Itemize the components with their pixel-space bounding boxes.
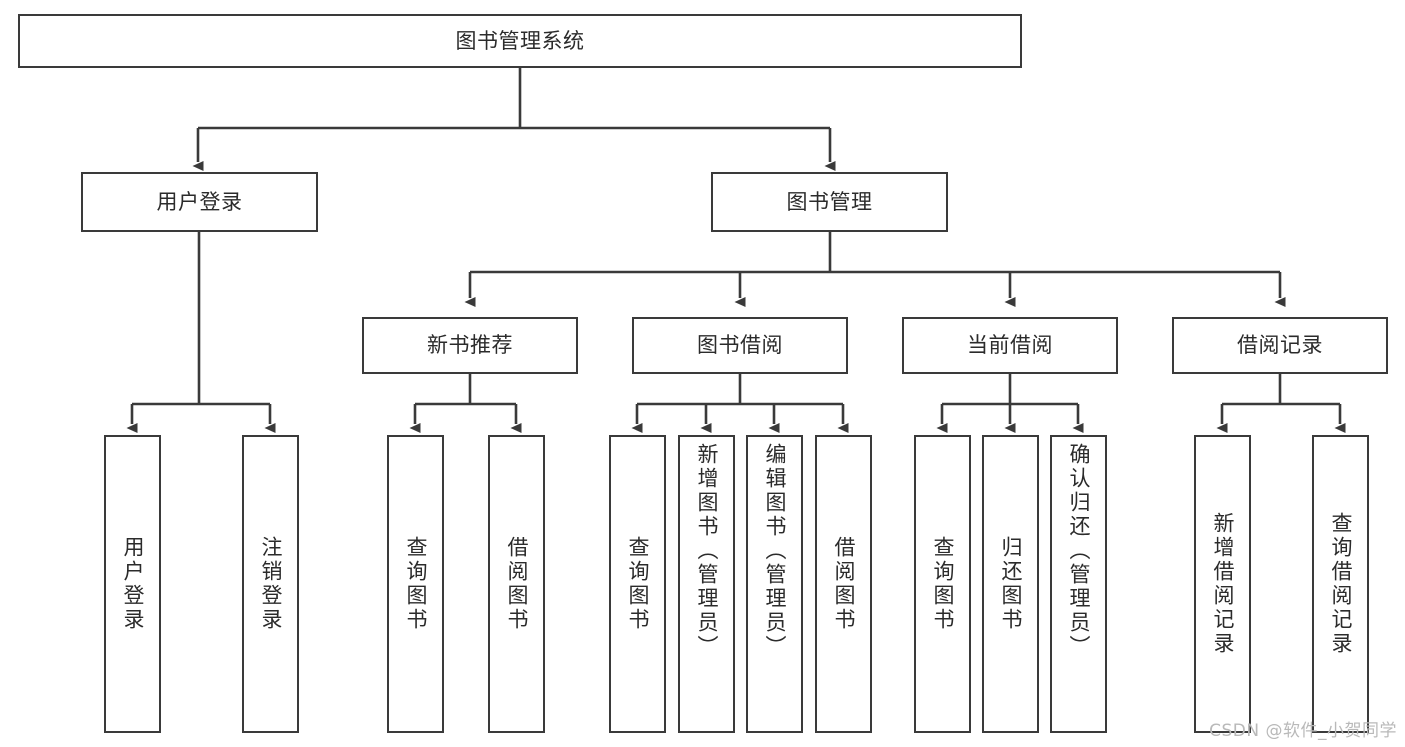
node-leaf-borrow-query-book[interactable]: 查询图书 bbox=[609, 435, 666, 733]
node-leaf-newbook-query-book-label: 查询图书 bbox=[404, 536, 428, 632]
node-leaf-current-return-book[interactable]: 归还图书 bbox=[982, 435, 1039, 733]
node-leaf-borrow-edit-book[interactable]: 编辑图书（管理员） bbox=[746, 435, 803, 733]
node-root-label: 图书管理系统 bbox=[455, 28, 585, 53]
node-new-book-recommend[interactable]: 新书推荐 bbox=[362, 317, 578, 374]
node-leaf-record-add[interactable]: 新增借阅记录 bbox=[1194, 435, 1251, 733]
node-leaf-current-query-book-label: 查询图书 bbox=[931, 536, 955, 632]
node-borrow-record[interactable]: 借阅记录 bbox=[1172, 317, 1388, 374]
node-leaf-record-add-label: 新增借阅记录 bbox=[1211, 512, 1235, 656]
node-current-borrow[interactable]: 当前借阅 bbox=[902, 317, 1118, 374]
node-new-book-recommend-label: 新书推荐 bbox=[427, 333, 513, 358]
node-book-borrow-label: 图书借阅 bbox=[697, 333, 783, 358]
node-leaf-logout-label: 注销登录 bbox=[259, 536, 283, 632]
node-leaf-borrow-add-book-label: 新增图书（管理员） bbox=[695, 443, 719, 659]
node-leaf-borrow-add-book[interactable]: 新增图书（管理员） bbox=[678, 435, 735, 733]
node-book-management-label: 图书管理 bbox=[786, 189, 873, 214]
node-leaf-borrow-borrow-book-label: 借阅图书 bbox=[832, 536, 856, 632]
node-book-management[interactable]: 图书管理 bbox=[711, 172, 948, 232]
node-book-borrow[interactable]: 图书借阅 bbox=[632, 317, 848, 374]
node-user-login[interactable]: 用户登录 bbox=[81, 172, 318, 232]
node-leaf-newbook-borrow-book-label: 借阅图书 bbox=[505, 536, 529, 632]
node-leaf-borrow-edit-book-label: 编辑图书（管理员） bbox=[763, 443, 787, 659]
node-leaf-record-query-label: 查询借阅记录 bbox=[1329, 512, 1353, 656]
node-leaf-current-return-book-label: 归还图书 bbox=[999, 536, 1023, 632]
node-leaf-user-login-label: 用户登录 bbox=[121, 536, 145, 632]
node-leaf-user-login[interactable]: 用户登录 bbox=[104, 435, 161, 733]
node-leaf-current-confirm-return[interactable]: 确认归还（管理员） bbox=[1050, 435, 1107, 733]
node-user-login-label: 用户登录 bbox=[156, 189, 243, 214]
node-current-borrow-label: 当前借阅 bbox=[967, 333, 1053, 358]
node-leaf-borrow-borrow-book[interactable]: 借阅图书 bbox=[815, 435, 872, 733]
node-root[interactable]: 图书管理系统 bbox=[18, 14, 1022, 68]
node-leaf-borrow-query-book-label: 查询图书 bbox=[626, 536, 650, 632]
node-borrow-record-label: 借阅记录 bbox=[1237, 333, 1323, 358]
node-leaf-current-confirm-return-label: 确认归还（管理员） bbox=[1067, 443, 1091, 659]
node-leaf-record-query[interactable]: 查询借阅记录 bbox=[1312, 435, 1369, 733]
node-leaf-logout[interactable]: 注销登录 bbox=[242, 435, 299, 733]
node-leaf-current-query-book[interactable]: 查询图书 bbox=[914, 435, 971, 733]
node-leaf-newbook-borrow-book[interactable]: 借阅图书 bbox=[488, 435, 545, 733]
node-leaf-newbook-query-book[interactable]: 查询图书 bbox=[387, 435, 444, 733]
csdn-watermark: CSDN @软件_小贺同学 bbox=[1209, 721, 1397, 741]
